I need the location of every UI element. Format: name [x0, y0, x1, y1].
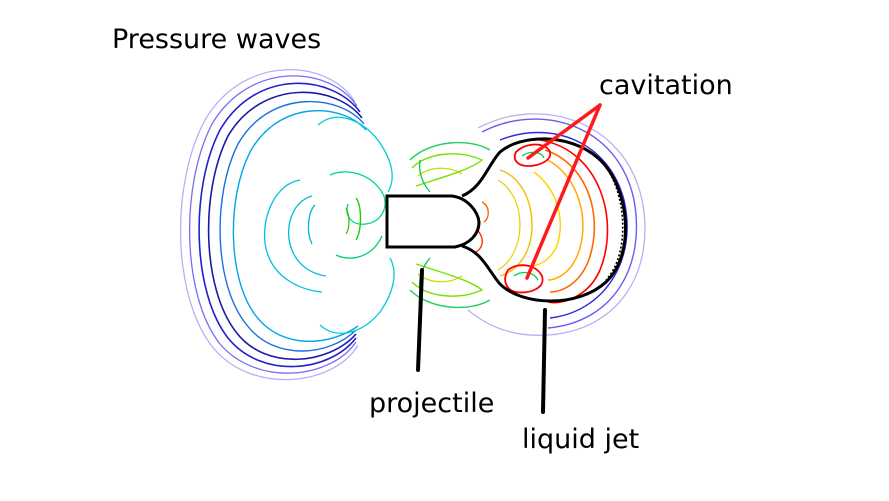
projectile-arrow: [416, 268, 424, 372]
pressure-wave-contours: [179, 69, 395, 381]
liquid-jet-contours: [461, 113, 646, 336]
pressure-waves-label: Pressure waves: [112, 24, 321, 55]
projectile-body: [385, 194, 481, 249]
cavitation-arrows: [525, 103, 602, 280]
cavitation-label: cavitation: [599, 70, 733, 101]
projectile-label: projectile: [369, 388, 494, 419]
liquid-jet-arrow: [541, 308, 547, 414]
liquid-jet-label: liquid jet: [522, 424, 639, 455]
